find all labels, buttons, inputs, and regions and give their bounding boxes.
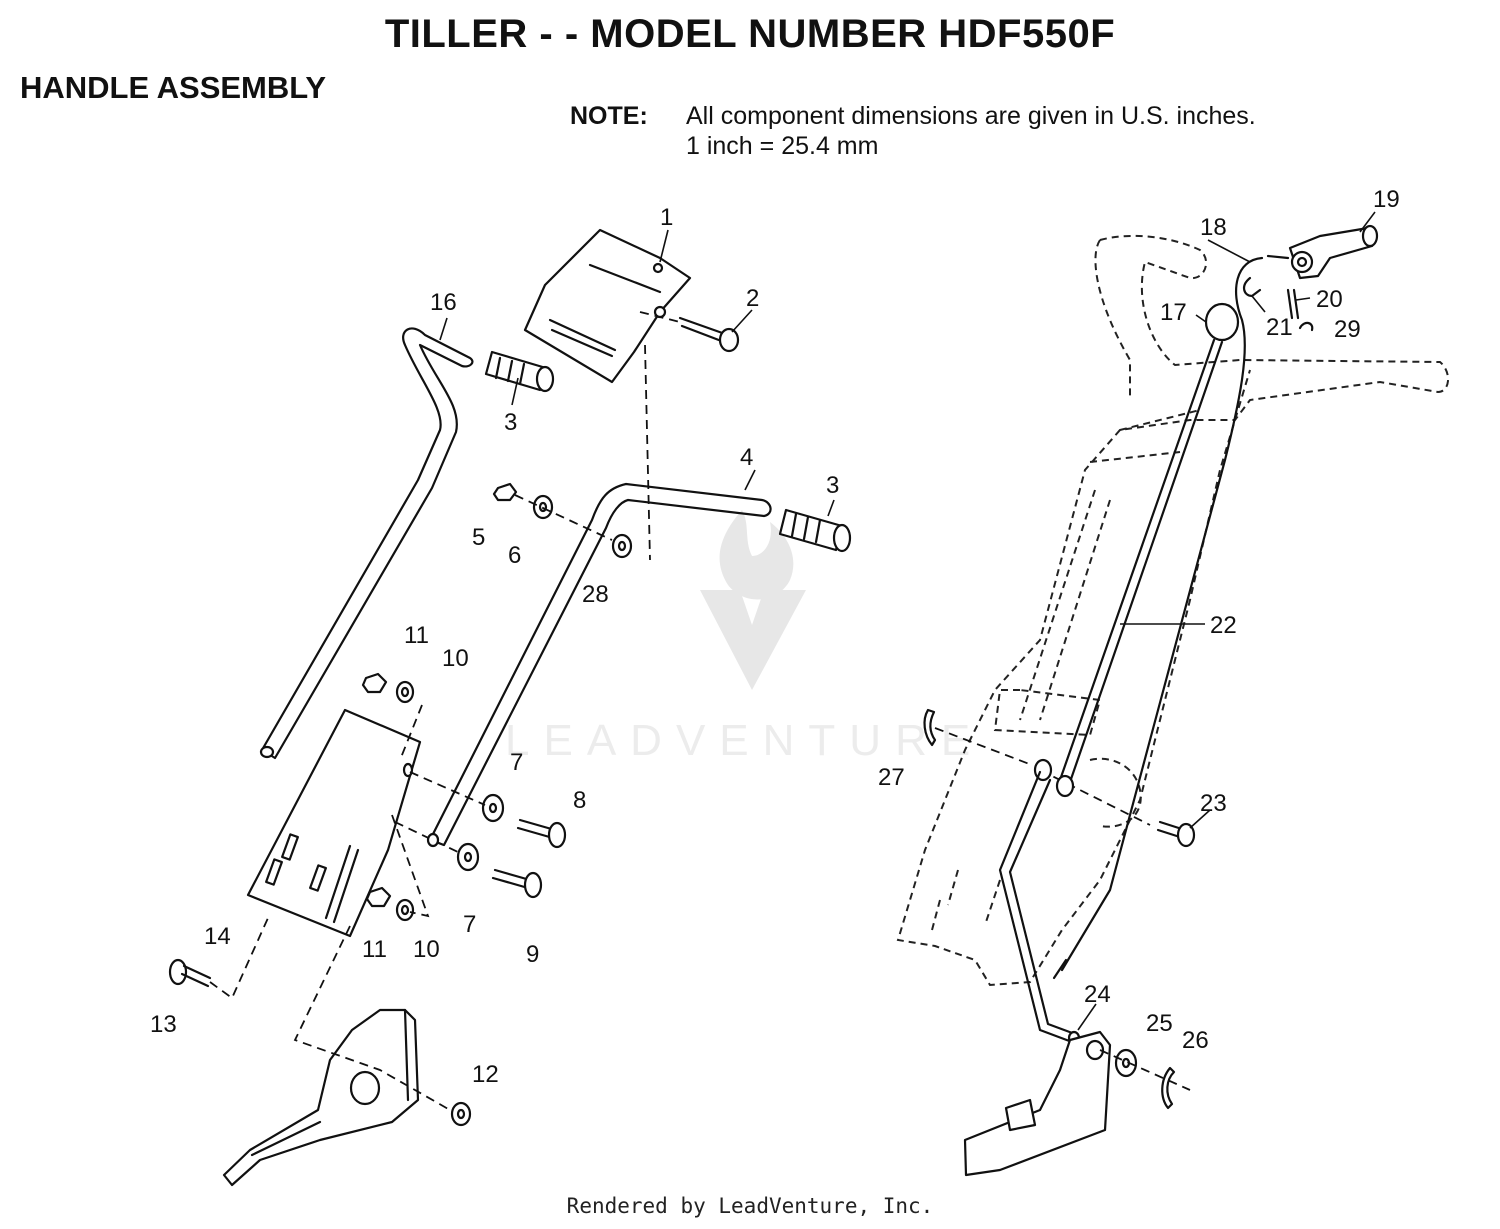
part-11-nut-lower — [365, 886, 392, 908]
part-24-shift-lever — [998, 770, 1081, 1046]
part-10-washer-upper — [395, 680, 415, 704]
callout-6: 6 — [508, 542, 521, 569]
note-line-1: All component dimensions are given in U.… — [686, 102, 1256, 130]
part-17-knob — [1204, 302, 1240, 342]
part-28-washer — [611, 533, 633, 559]
part-9-bolt — [491, 868, 543, 899]
part-18-cable — [1052, 256, 1264, 980]
callout-14: 14 — [204, 923, 231, 950]
callout-3-lower: 3 — [826, 472, 839, 499]
part-8-bolt — [516, 818, 567, 849]
callout-11-upper: 11 — [404, 622, 429, 649]
part-26-clip — [1161, 1066, 1176, 1110]
part-19-throttle-control — [1266, 224, 1379, 280]
note-line-2: 1 inch = 25.4 mm — [686, 132, 879, 160]
part-20-pin — [1286, 288, 1300, 320]
callout-16: 16 — [430, 289, 457, 316]
part-3-grip-lower — [778, 508, 852, 553]
callout-12: 12 — [472, 1061, 499, 1088]
part-2-bolt — [678, 316, 740, 353]
part-25-washer — [1114, 1048, 1138, 1078]
callout-3-upper: 3 — [504, 409, 517, 436]
footer-credit: Rendered by LeadVenture, Inc. — [566, 1194, 934, 1218]
part-23-bolt — [1156, 820, 1196, 848]
part-5-nut — [492, 482, 518, 502]
callout-28: 28 — [582, 581, 609, 608]
callout-labels: 1 2 3 3 4 5 6 7 7 8 9 10 10 11 11 12 13 … — [150, 186, 1400, 1088]
part-7-washer-upper — [481, 793, 505, 823]
callout-21: 21 — [1266, 314, 1293, 341]
callout-10-lower: 10 — [413, 936, 440, 963]
part-13-bolt — [168, 958, 212, 988]
callout-leaders — [439, 211, 1376, 1031]
callout-2: 2 — [746, 285, 759, 312]
part-21-clip — [1243, 276, 1262, 298]
part-12-washer — [450, 1101, 472, 1127]
callout-17: 17 — [1160, 299, 1187, 326]
callout-11-lower: 11 — [362, 936, 387, 963]
ghost-handle-outline — [896, 234, 1449, 987]
callout-4: 4 — [740, 444, 753, 471]
callout-8: 8 — [573, 787, 586, 814]
callout-26: 26 — [1182, 1027, 1209, 1054]
watermark-text: LEADVENTURE — [505, 716, 984, 765]
callout-29: 29 — [1334, 316, 1361, 343]
callout-13: 13 — [150, 1011, 177, 1038]
part-1-cover-plate — [523, 228, 692, 384]
part-22-control-rod — [1058, 338, 1224, 784]
part-11-nut-upper — [361, 672, 388, 694]
callout-22: 22 — [1210, 612, 1237, 639]
part-7-washer-lower — [456, 842, 480, 872]
callout-20: 20 — [1316, 286, 1343, 313]
part-16-left-handle — [259, 327, 474, 760]
callout-7-lower: 7 — [463, 911, 476, 938]
callout-18: 18 — [1200, 214, 1227, 241]
right-lower-bracket — [963, 1030, 1112, 1177]
callout-19: 19 — [1373, 186, 1400, 213]
note-label: NOTE: — [570, 102, 648, 130]
callout-7-upper: 7 — [510, 749, 523, 776]
page-title: TILLER - - MODEL NUMBER HDF550F — [384, 12, 1116, 56]
callout-24: 24 — [1084, 981, 1111, 1008]
callout-23: 23 — [1200, 790, 1227, 817]
part-3-grip-upper — [484, 350, 555, 393]
callout-25: 25 — [1146, 1010, 1173, 1037]
leadventure-watermark: LEADVENTURE — [505, 510, 984, 765]
part-29-ring — [1298, 321, 1314, 332]
part-12-lower-bracket — [222, 1008, 420, 1187]
callout-27: 27 — [878, 764, 905, 791]
part-27-clip — [923, 708, 937, 747]
part-4-right-handle — [428, 482, 772, 847]
callout-10-upper: 10 — [442, 645, 469, 672]
callout-1: 1 — [660, 204, 673, 231]
part-10-washer-lower — [395, 898, 415, 922]
callout-5: 5 — [472, 524, 485, 551]
section-heading: HANDLE ASSEMBLY — [20, 70, 327, 105]
callout-9: 9 — [526, 941, 539, 968]
